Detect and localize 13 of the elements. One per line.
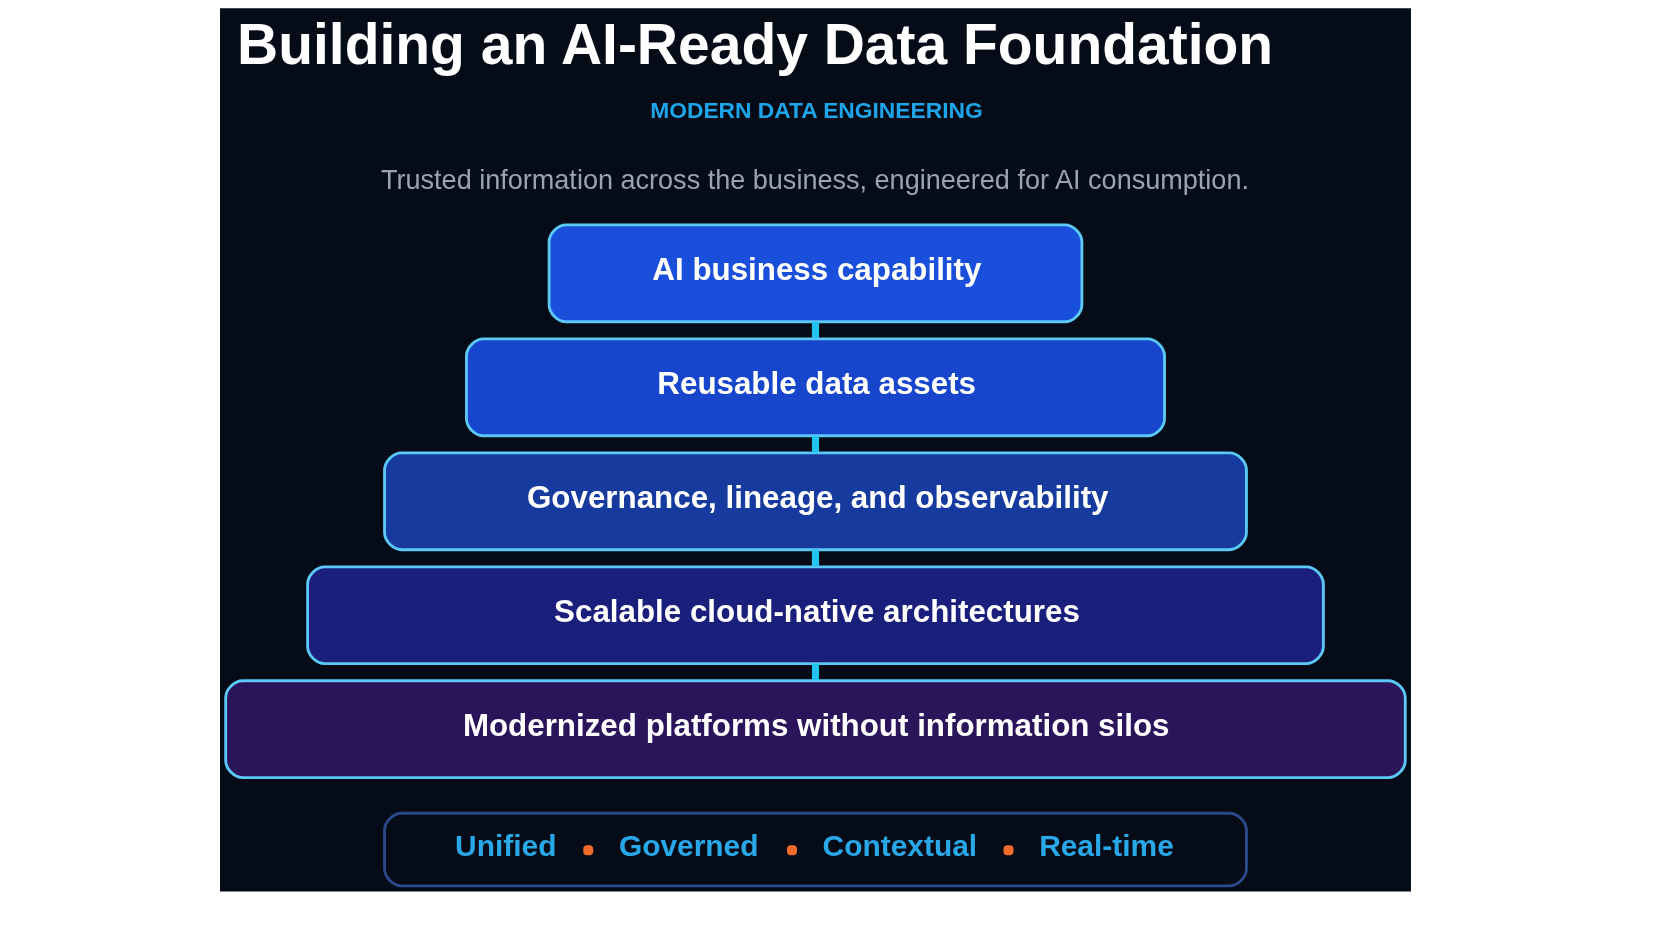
- connector: [811, 435, 820, 453]
- connector: [811, 321, 820, 339]
- node-box: Reusable data assets: [465, 337, 1166, 438]
- node-box: Unified Governed Contextual Real-time: [383, 811, 1248, 888]
- diagram-title: Building an AI-Ready Data Foundation: [237, 11, 1274, 76]
- label: Trusted information across the business, engineered for AI consumption.: [380, 164, 1249, 195]
- connector: [811, 663, 820, 681]
- connector: [811, 549, 820, 567]
- node-box: AI business capability: [547, 223, 1084, 324]
- node-box: Scalable cloud-native architectures: [306, 565, 1325, 666]
- label: MODERN DATA ENGINEERING: [650, 96, 983, 123]
- node-box: Modernized platforms without information silos: [224, 679, 1407, 780]
- node-box: Governance, lineage, and observability: [383, 451, 1248, 552]
